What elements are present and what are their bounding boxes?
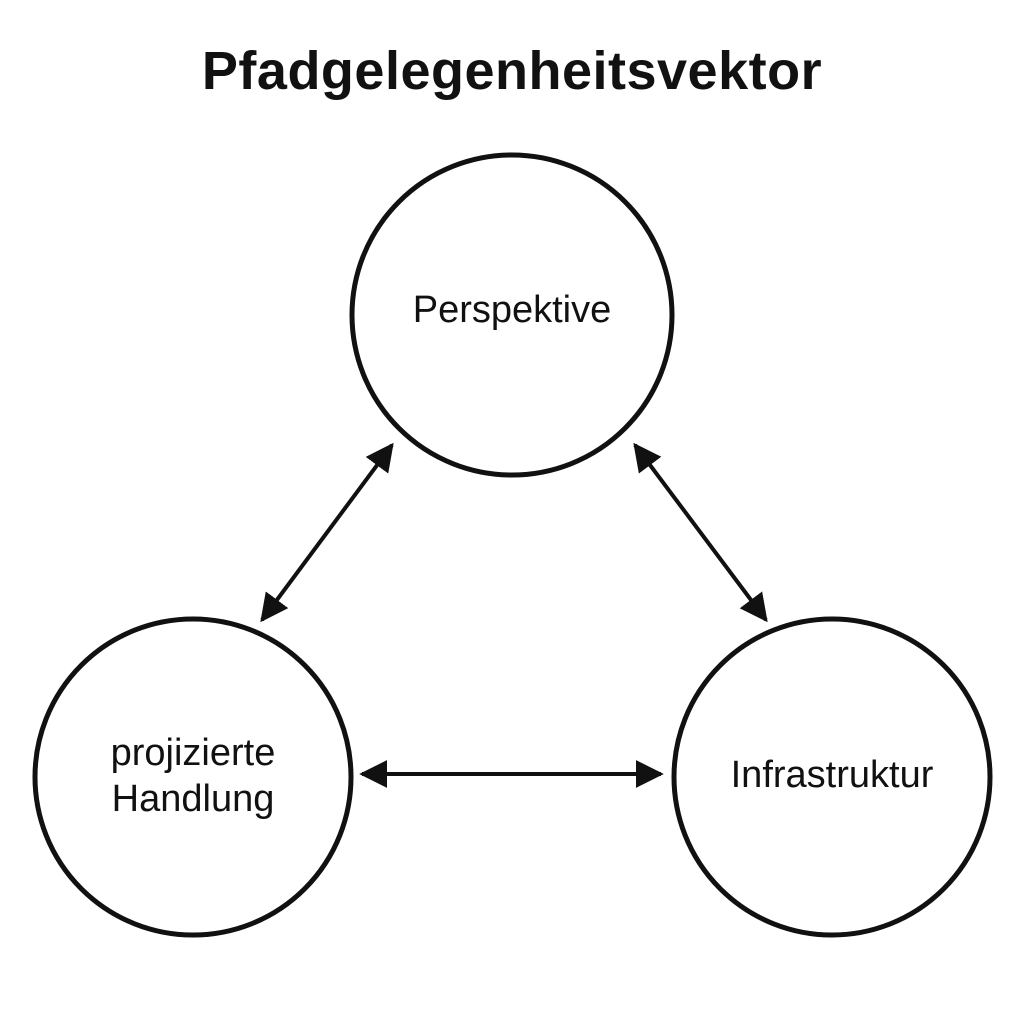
edge-perspektive-handlung [260, 442, 394, 623]
diagram-title: Pfadgelegenheitsvektor [201, 41, 823, 101]
node-projizierte-handlung [32, 616, 354, 938]
edge-perspektive-infrastruktur [633, 442, 768, 623]
label-perspektive: Perspektive [412, 289, 612, 331]
label-line-2: Handlung [111, 778, 275, 820]
label-projizierte-handlung: projizierte Handlung [35, 730, 351, 822]
label-infrastruktur: Infrastruktur [730, 754, 934, 796]
label-line-1: projizierte [110, 732, 276, 774]
node-infrastruktur [671, 616, 993, 938]
node-perspektive [349, 152, 675, 478]
